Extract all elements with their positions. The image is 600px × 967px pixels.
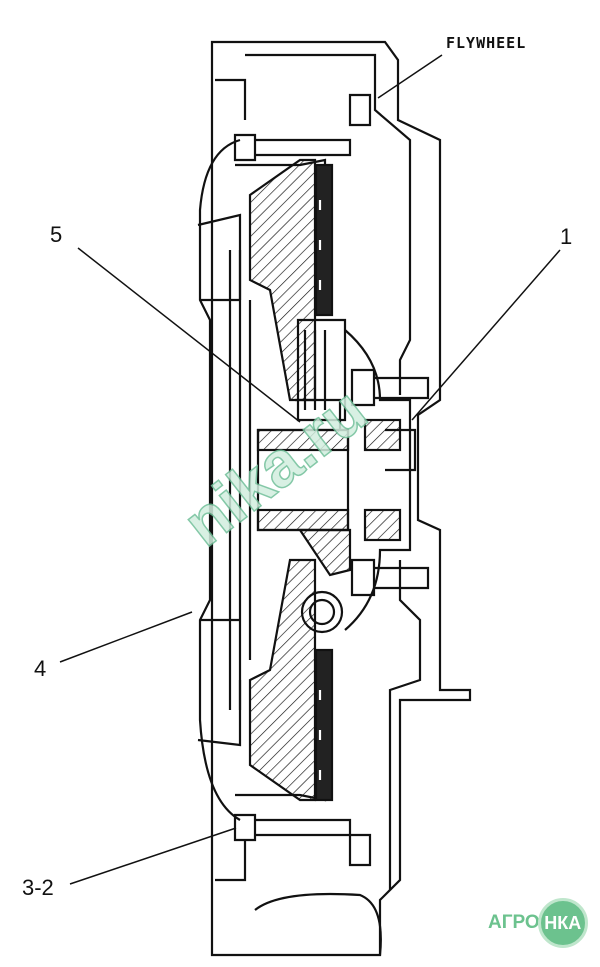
agronika-logo: АГРО НКА (488, 898, 588, 948)
leader-3-2 (69, 827, 237, 885)
leader-1 (411, 249, 561, 421)
logo-text: АГРО (488, 912, 540, 933)
logo-circle: НКА (537, 898, 588, 948)
pressure-plate-bottom (248, 558, 317, 802)
callout-1: 1 (560, 224, 573, 249)
stud-top (350, 368, 430, 407)
leader-5 (77, 247, 301, 423)
stud-bottom (350, 558, 430, 597)
clutch-cover (198, 138, 241, 821)
clutch-disc-top (314, 163, 334, 317)
bolt-bottom (233, 813, 352, 842)
label-flywheel: FLYWHEEL (446, 34, 527, 52)
bolt-top (233, 133, 352, 162)
flywheel-housing (210, 40, 472, 957)
callout-4: 4 (34, 656, 47, 681)
leader-4 (59, 611, 193, 663)
leader-flywheel (377, 54, 443, 99)
clutch-disc-bottom (314, 648, 334, 802)
callout-3-2: 3-2 (22, 875, 54, 900)
pilot-bearing (300, 590, 344, 634)
callout-5: 5 (50, 222, 63, 247)
